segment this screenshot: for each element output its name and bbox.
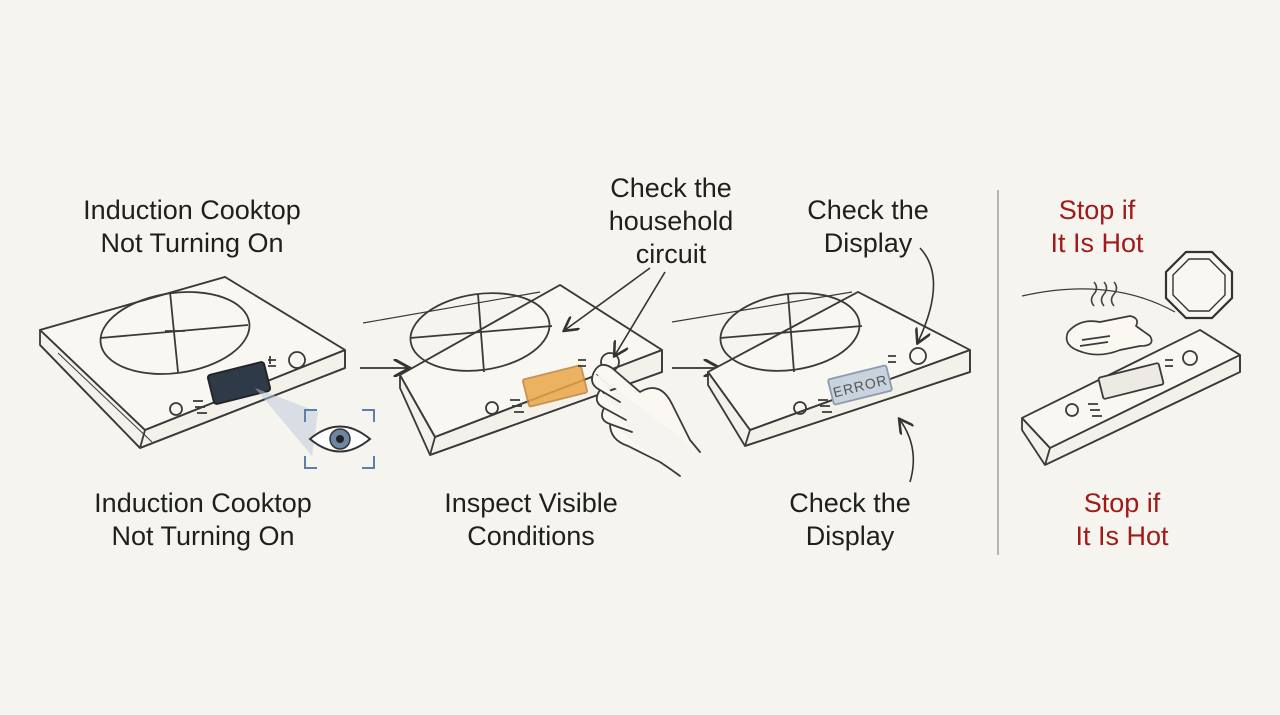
label-line: Check the: [807, 195, 929, 225]
panel-4-bottom-label: Stop if It Is Hot: [1075, 487, 1168, 553]
panel-2-top-label: Check the household circuit: [609, 172, 734, 271]
label-line: It Is Hot: [1050, 228, 1144, 258]
label-line: Stop if: [1058, 195, 1136, 225]
cooktop-4-illustration: [1021, 288, 1241, 466]
label-line: Display: [823, 228, 913, 258]
label-line: Display: [805, 521, 895, 551]
label-line: Not Turning On: [100, 228, 284, 258]
label-line: Check the: [610, 173, 732, 203]
inspection-eye-group: [255, 388, 375, 469]
panel-3-top-label: Check the Display: [807, 194, 929, 260]
label-line: household: [608, 206, 734, 236]
hand-illustration: [591, 363, 701, 477]
label-line: Check the: [789, 488, 911, 518]
label-line: Induction Cooktop: [83, 195, 301, 225]
label-line: Induction Cooktop: [94, 488, 312, 518]
label-line: Conditions: [467, 521, 595, 551]
panel-1-top-label: Induction Cooktop Not Turning On: [83, 194, 301, 260]
cooktop-2-illustration: [362, 284, 663, 456]
hovering-hand-illustration: [1065, 315, 1153, 356]
stop-sign-icon: [1164, 250, 1234, 320]
cooktop-3-illustration: [671, 291, 971, 447]
pointer-arrow-display-bottom: [900, 420, 915, 483]
panel-2-bottom-label: Inspect Visible Conditions: [444, 487, 618, 553]
label-line: Inspect Visible: [444, 488, 618, 518]
pointer-arrow-display-top: [918, 247, 935, 342]
label-line: Not Turning On: [111, 521, 295, 551]
heat-waves-icon: [1090, 281, 1118, 307]
pointer-arrow-circuit-2: [615, 271, 666, 355]
panel-4-top-label: Stop if It Is Hot: [1050, 194, 1143, 260]
label-line: Stop if: [1083, 488, 1161, 518]
panel-3-bottom-label: Check the Display: [789, 487, 911, 553]
cooktop-1-illustration: [39, 276, 346, 449]
label-line: It Is Hot: [1075, 521, 1169, 551]
label-line: circuit: [635, 239, 707, 269]
pointer-arrow-circuit-1: [565, 267, 651, 330]
panel-1-bottom-label: Induction Cooktop Not Turning On: [94, 487, 312, 553]
